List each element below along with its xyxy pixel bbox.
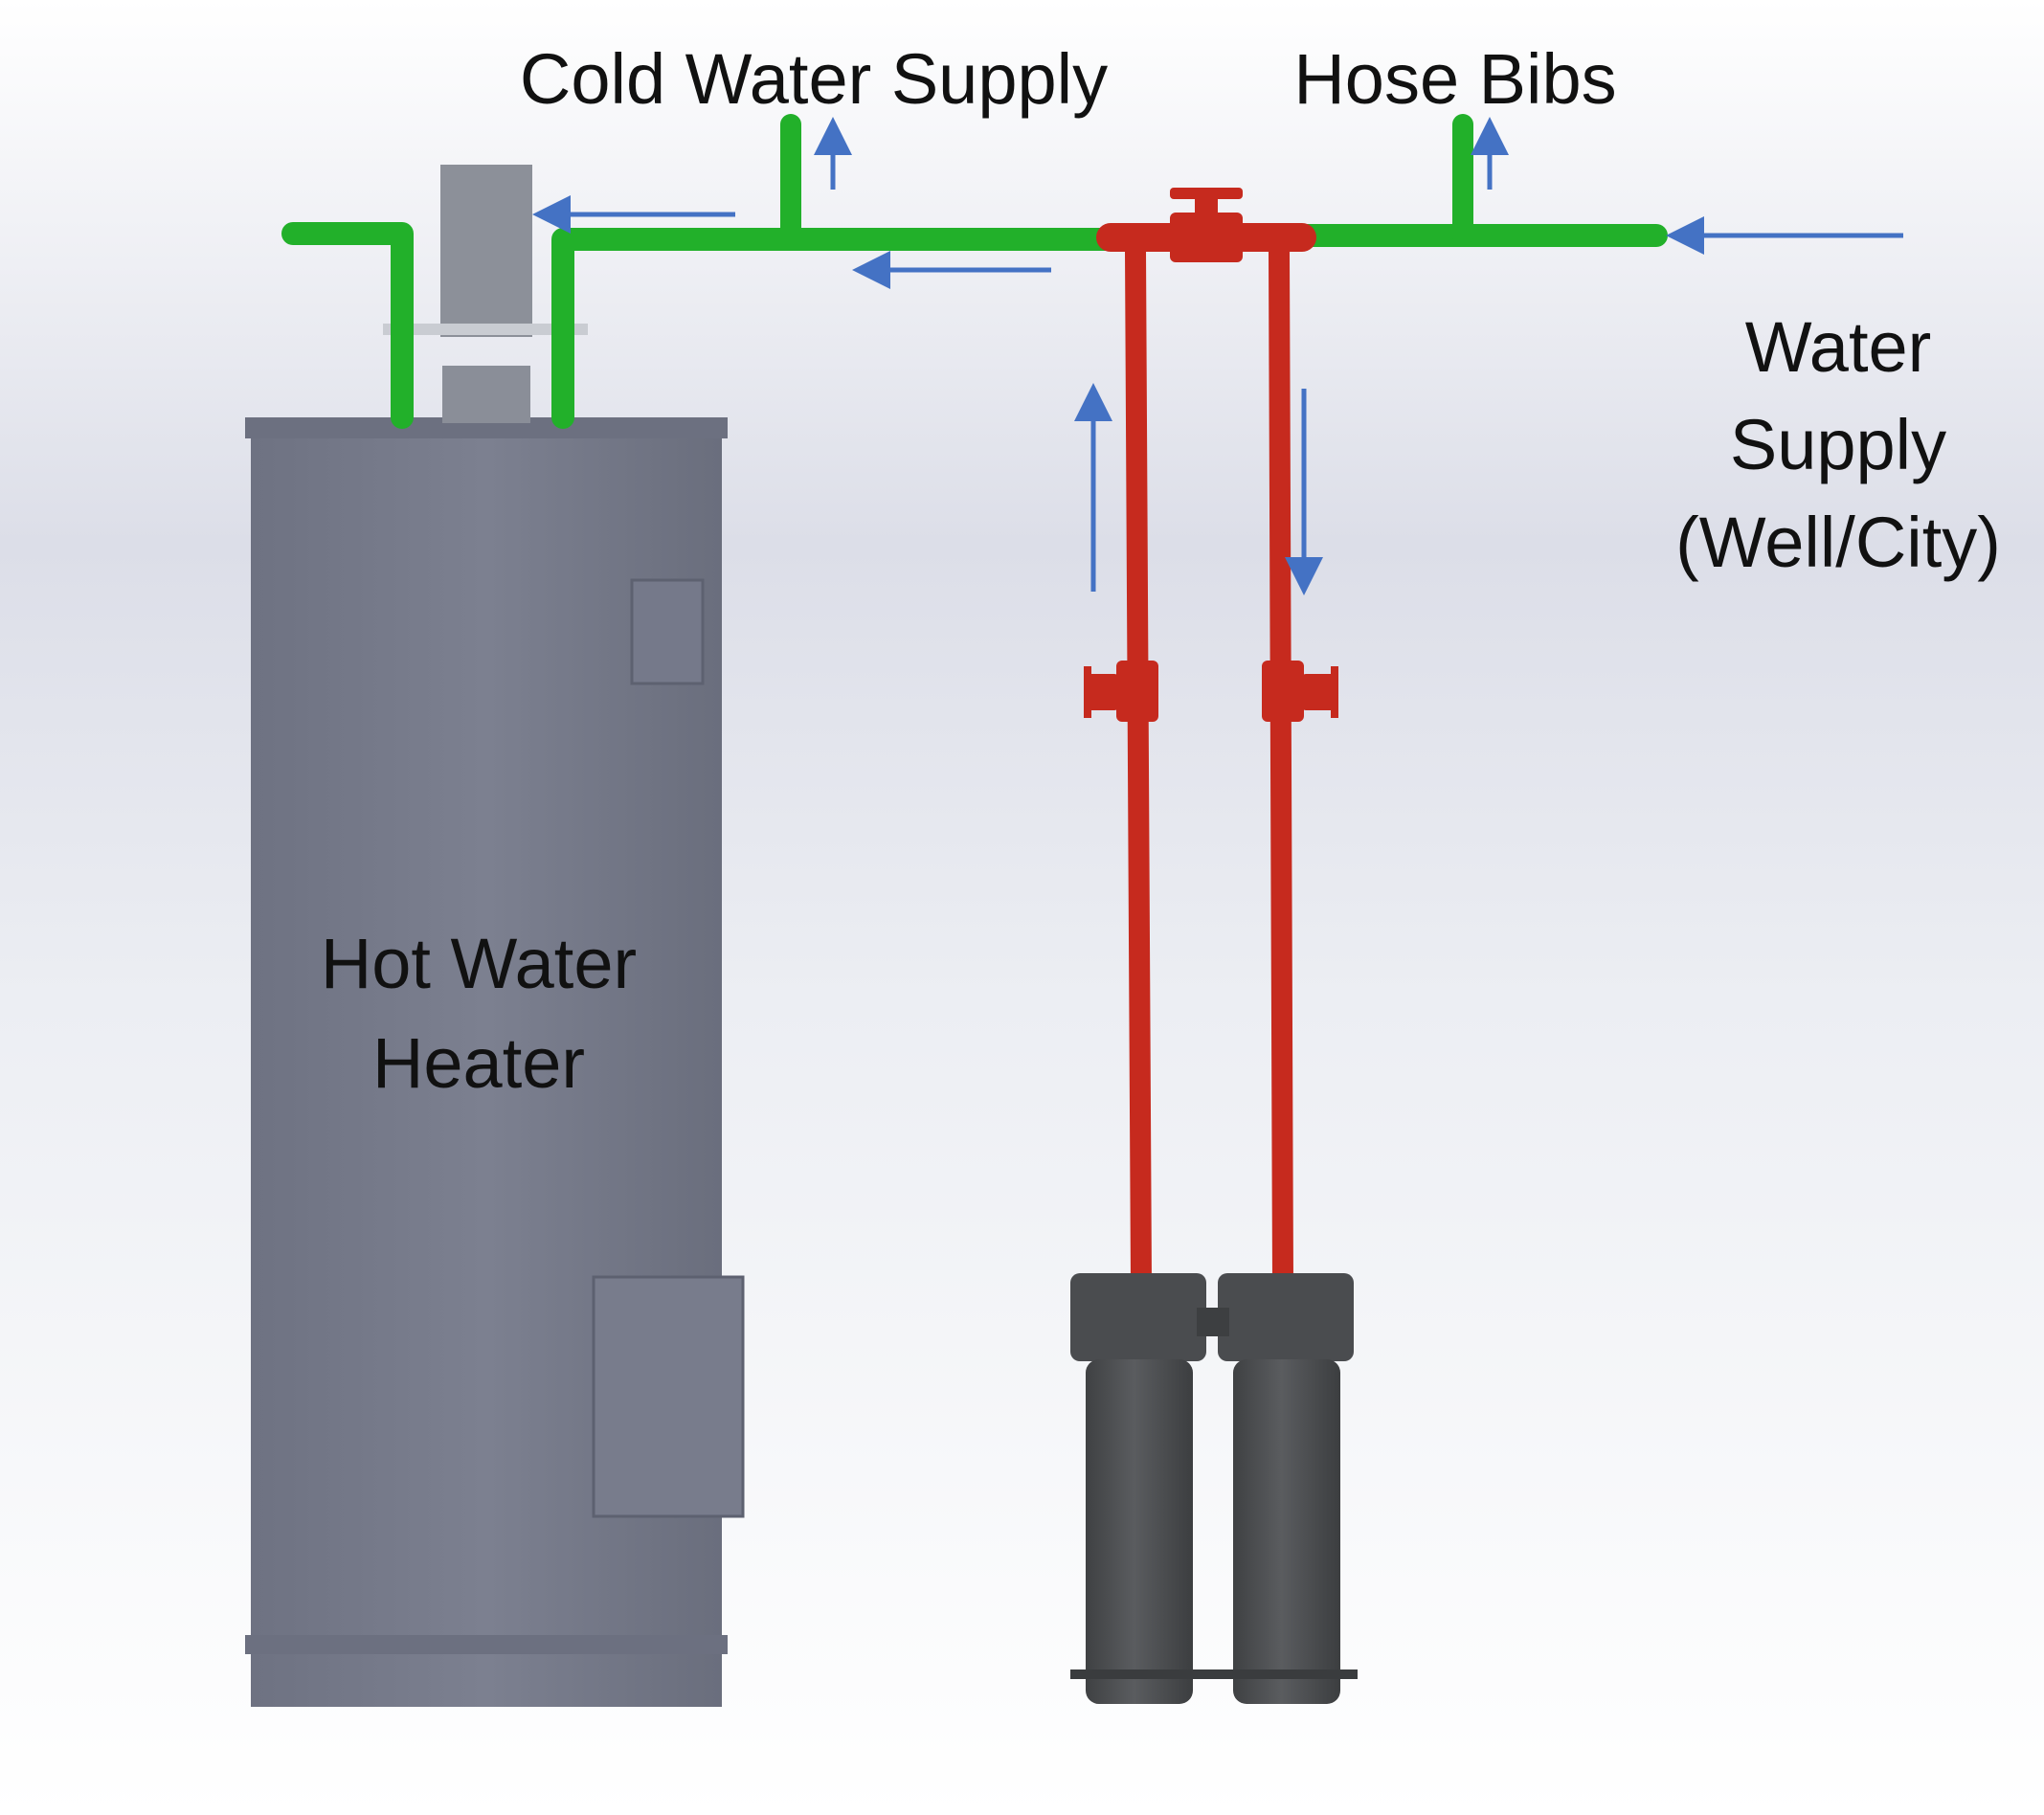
heater-label-line-1: Hot Water (320, 924, 638, 1003)
flue-base (442, 366, 530, 423)
filter-housings (1070, 1273, 1358, 1704)
filter-outlet-drop (1269, 240, 1293, 1293)
water-supply-label: Water Supply (Well/City) (1647, 299, 2030, 592)
cold-water-piping (281, 114, 1668, 429)
heater-top-rim (245, 417, 728, 438)
hose-bibs-label: Hose Bibs (1293, 39, 1617, 119)
water-supply-line-2: Supply (1729, 405, 1947, 484)
heater-bottom-rim (245, 1635, 728, 1654)
filter-inlet-riser (1125, 240, 1152, 1293)
flue-pipe (440, 165, 532, 337)
bypass-valve (1170, 188, 1243, 262)
inlet-valve (1084, 661, 1158, 722)
heater-inlet-pipe (551, 228, 1122, 429)
heater-access-panel-upper (630, 578, 705, 685)
filter-bowl-left (1086, 1359, 1193, 1704)
heater-label-line-2: Heater (371, 1023, 586, 1103)
filter-bowl-right (1233, 1359, 1340, 1704)
outlet-valve (1262, 661, 1338, 722)
hot-water-heater-label: Hot Water Heater (268, 914, 689, 1113)
water-supply-line-3: (Well/City) (1675, 503, 2001, 582)
water-supply-line-1: Water (1744, 307, 1932, 387)
filter-head-right (1218, 1273, 1354, 1361)
heater-outlet-pipe (281, 222, 414, 429)
cold-water-supply-label: Cold Water Supply (519, 39, 1109, 119)
water-heater (245, 165, 745, 1707)
filter-bracket (1197, 1308, 1229, 1336)
flue-collar (383, 324, 588, 335)
filter-stand (1070, 1669, 1358, 1679)
heater-access-panel-lower (592, 1275, 745, 1518)
filter-head-left (1070, 1273, 1206, 1361)
flow-arrows (532, 117, 1903, 595)
